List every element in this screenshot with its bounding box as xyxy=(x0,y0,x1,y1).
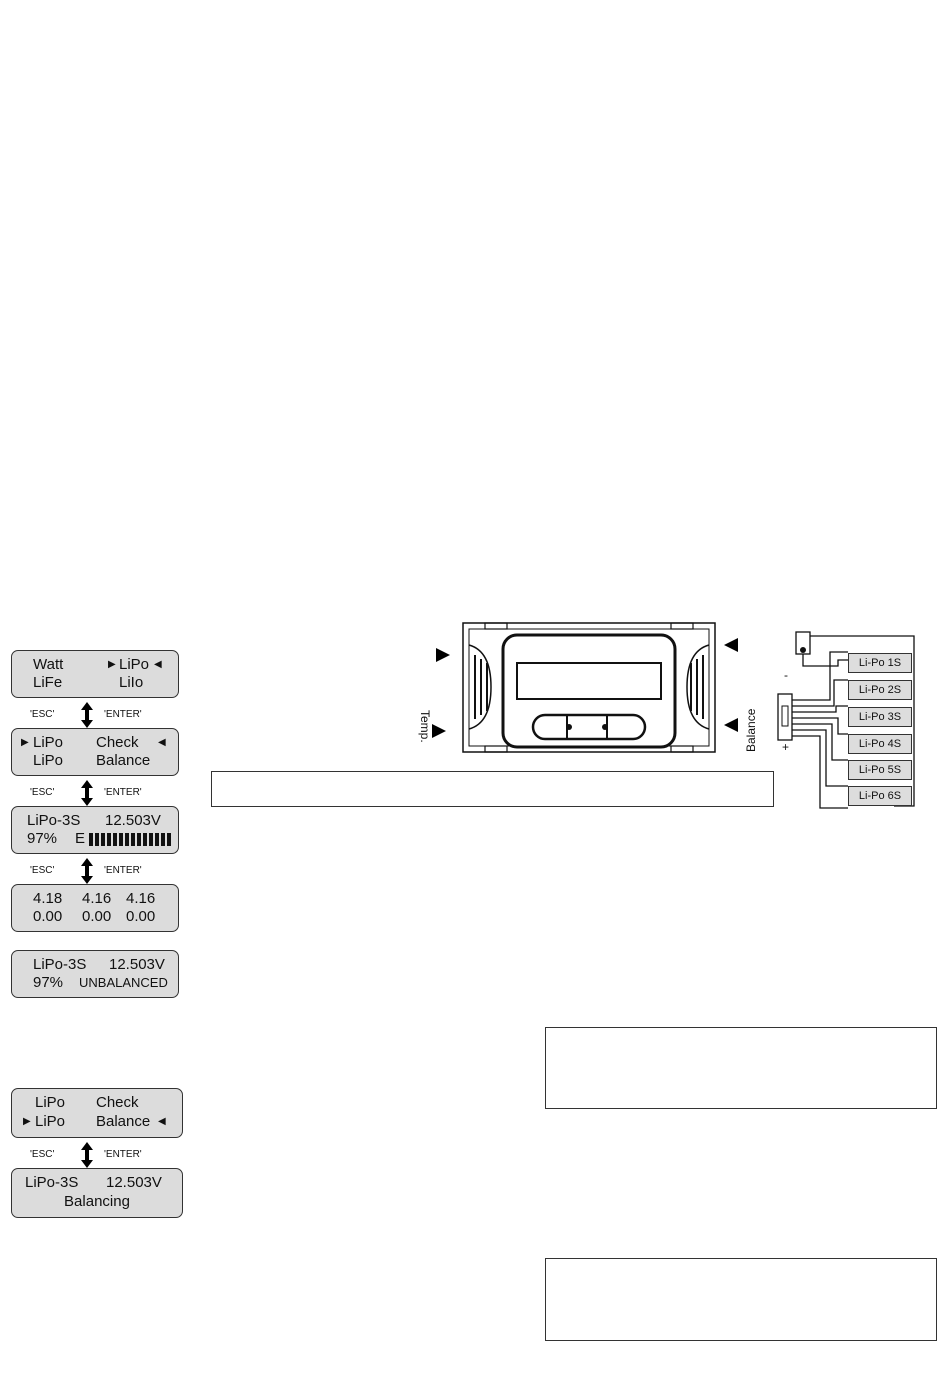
lcd-text: LiPo-3S xyxy=(27,812,81,829)
lcd-text: Check xyxy=(96,1094,139,1111)
lcd-text: LiPo-3S xyxy=(33,956,87,973)
lcd-screen-unbalanced: LiPo-3S 12.503V 97% UNBALANCED xyxy=(11,950,179,998)
enter-label: 'ENTER' xyxy=(104,787,142,798)
lcd-screen-lipo-balance: LiPo Check ▶ LiPo Balance ◀ xyxy=(11,1088,183,1138)
lcd-text: 12.503V xyxy=(105,812,161,829)
lcd-text: 0.00 xyxy=(82,908,112,925)
wiring-diagram xyxy=(777,631,915,809)
lcd-text: LiPo xyxy=(35,1113,66,1130)
arrow-right-icon xyxy=(432,724,446,738)
nav-indicator: 'ESC' 'ENTER' xyxy=(0,702,200,728)
lcd-text: LiFe xyxy=(33,674,63,691)
lcd-text: E xyxy=(75,830,86,847)
lcd-text: 12.503V xyxy=(109,956,165,973)
lcd-screen-cell-voltages: 4.18 4.16 4.16 0.00 0.00 0.00 xyxy=(11,884,179,932)
lcd-screen-lipo-check: ▶ LiPo Check ◀ LiPo Balance xyxy=(11,728,179,776)
up-down-arrow-icon xyxy=(81,702,93,728)
cursor-right-icon: ▶ xyxy=(23,1116,31,1127)
nav-indicator: 'ESC' 'ENTER' xyxy=(0,780,200,806)
lipo-cell-4s: Li-Po 4S xyxy=(848,734,912,754)
up-down-arrow-icon xyxy=(81,780,93,806)
lcd-text: 4.18 xyxy=(33,890,63,907)
enter-label: 'ENTER' xyxy=(104,865,142,876)
cursor-right-icon: ▶ xyxy=(21,737,29,748)
lcd-text: LiIo xyxy=(119,674,144,691)
minus-terminal-label: - xyxy=(784,668,788,682)
lcd-text: Balance xyxy=(96,1113,151,1130)
esc-label: 'ESC' xyxy=(30,865,55,876)
lcd-text: 4.16 xyxy=(126,890,156,907)
balance-port-label: Balance xyxy=(744,708,758,752)
lcd-text: Check xyxy=(96,734,139,751)
lcd-text: Balance xyxy=(96,752,151,769)
lipo-cell-3s: Li-Po 3S xyxy=(848,707,912,727)
nav-indicator: 'ESC' 'ENTER' xyxy=(0,858,200,884)
cursor-left-icon: ◀ xyxy=(154,659,162,670)
lcd-text: LiPo-3S xyxy=(25,1174,79,1191)
lcd-text: Watt xyxy=(33,656,64,673)
lcd-screen-voltage: LiPo-3S 12.503V 97% E xyxy=(11,806,179,854)
lcd-text: LiPo xyxy=(35,1094,66,1111)
charge-bar-icon xyxy=(89,833,171,846)
esc-label: 'ESC' xyxy=(30,787,55,798)
lcd-text: 4.16 xyxy=(82,890,112,907)
lcd-text: 97% xyxy=(33,974,64,991)
lcd-text: 0.00 xyxy=(126,908,156,925)
lcd-text: Balancing xyxy=(64,1193,130,1210)
arrow-left-icon xyxy=(724,638,738,652)
nav-indicator: 'ESC' 'ENTER' xyxy=(0,1142,200,1168)
lcd-text: 0.00 xyxy=(33,908,63,925)
esc-label: 'ESC' xyxy=(30,1149,55,1160)
lcd-screen-mode-select: Watt ▶ LiPo ◀ LiFe LiIo xyxy=(11,650,179,698)
cursor-right-icon: ▶ xyxy=(108,659,116,670)
balancer-device-drawing xyxy=(462,622,716,753)
plus-terminal-label: + xyxy=(782,740,790,754)
arrow-left-icon xyxy=(724,718,738,732)
up-down-arrow-icon xyxy=(81,858,93,884)
caption-box xyxy=(211,771,774,807)
lipo-cell-2s: Li-Po 2S xyxy=(848,680,912,700)
cursor-left-icon: ◀ xyxy=(158,737,166,748)
note-box xyxy=(545,1027,937,1109)
lcd-text: LiPo xyxy=(33,734,64,751)
temp-port-label: Temp. xyxy=(418,710,432,743)
lcd-text: 97% xyxy=(27,830,58,847)
note-box xyxy=(545,1258,937,1341)
lipo-cell-6s: Li-Po 6S xyxy=(848,786,912,806)
lipo-cell-5s: Li-Po 5S xyxy=(848,760,912,780)
lcd-text: LiPo xyxy=(33,752,64,769)
cursor-left-icon: ◀ xyxy=(158,1116,166,1127)
lipo-cell-1s: Li-Po 1S xyxy=(848,653,912,673)
lcd-text: LiPo xyxy=(119,656,150,673)
up-down-arrow-icon xyxy=(81,1142,93,1168)
lcd-text: UNBALANCED xyxy=(79,975,168,990)
esc-label: 'ESC' xyxy=(30,709,55,720)
lcd-text: 12.503V xyxy=(106,1174,162,1191)
lcd-screen-balancing: LiPo-3S 12.503V Balancing xyxy=(11,1168,183,1218)
enter-label: 'ENTER' xyxy=(104,709,142,720)
arrow-right-icon xyxy=(436,648,450,662)
enter-label: 'ENTER' xyxy=(104,1149,142,1160)
